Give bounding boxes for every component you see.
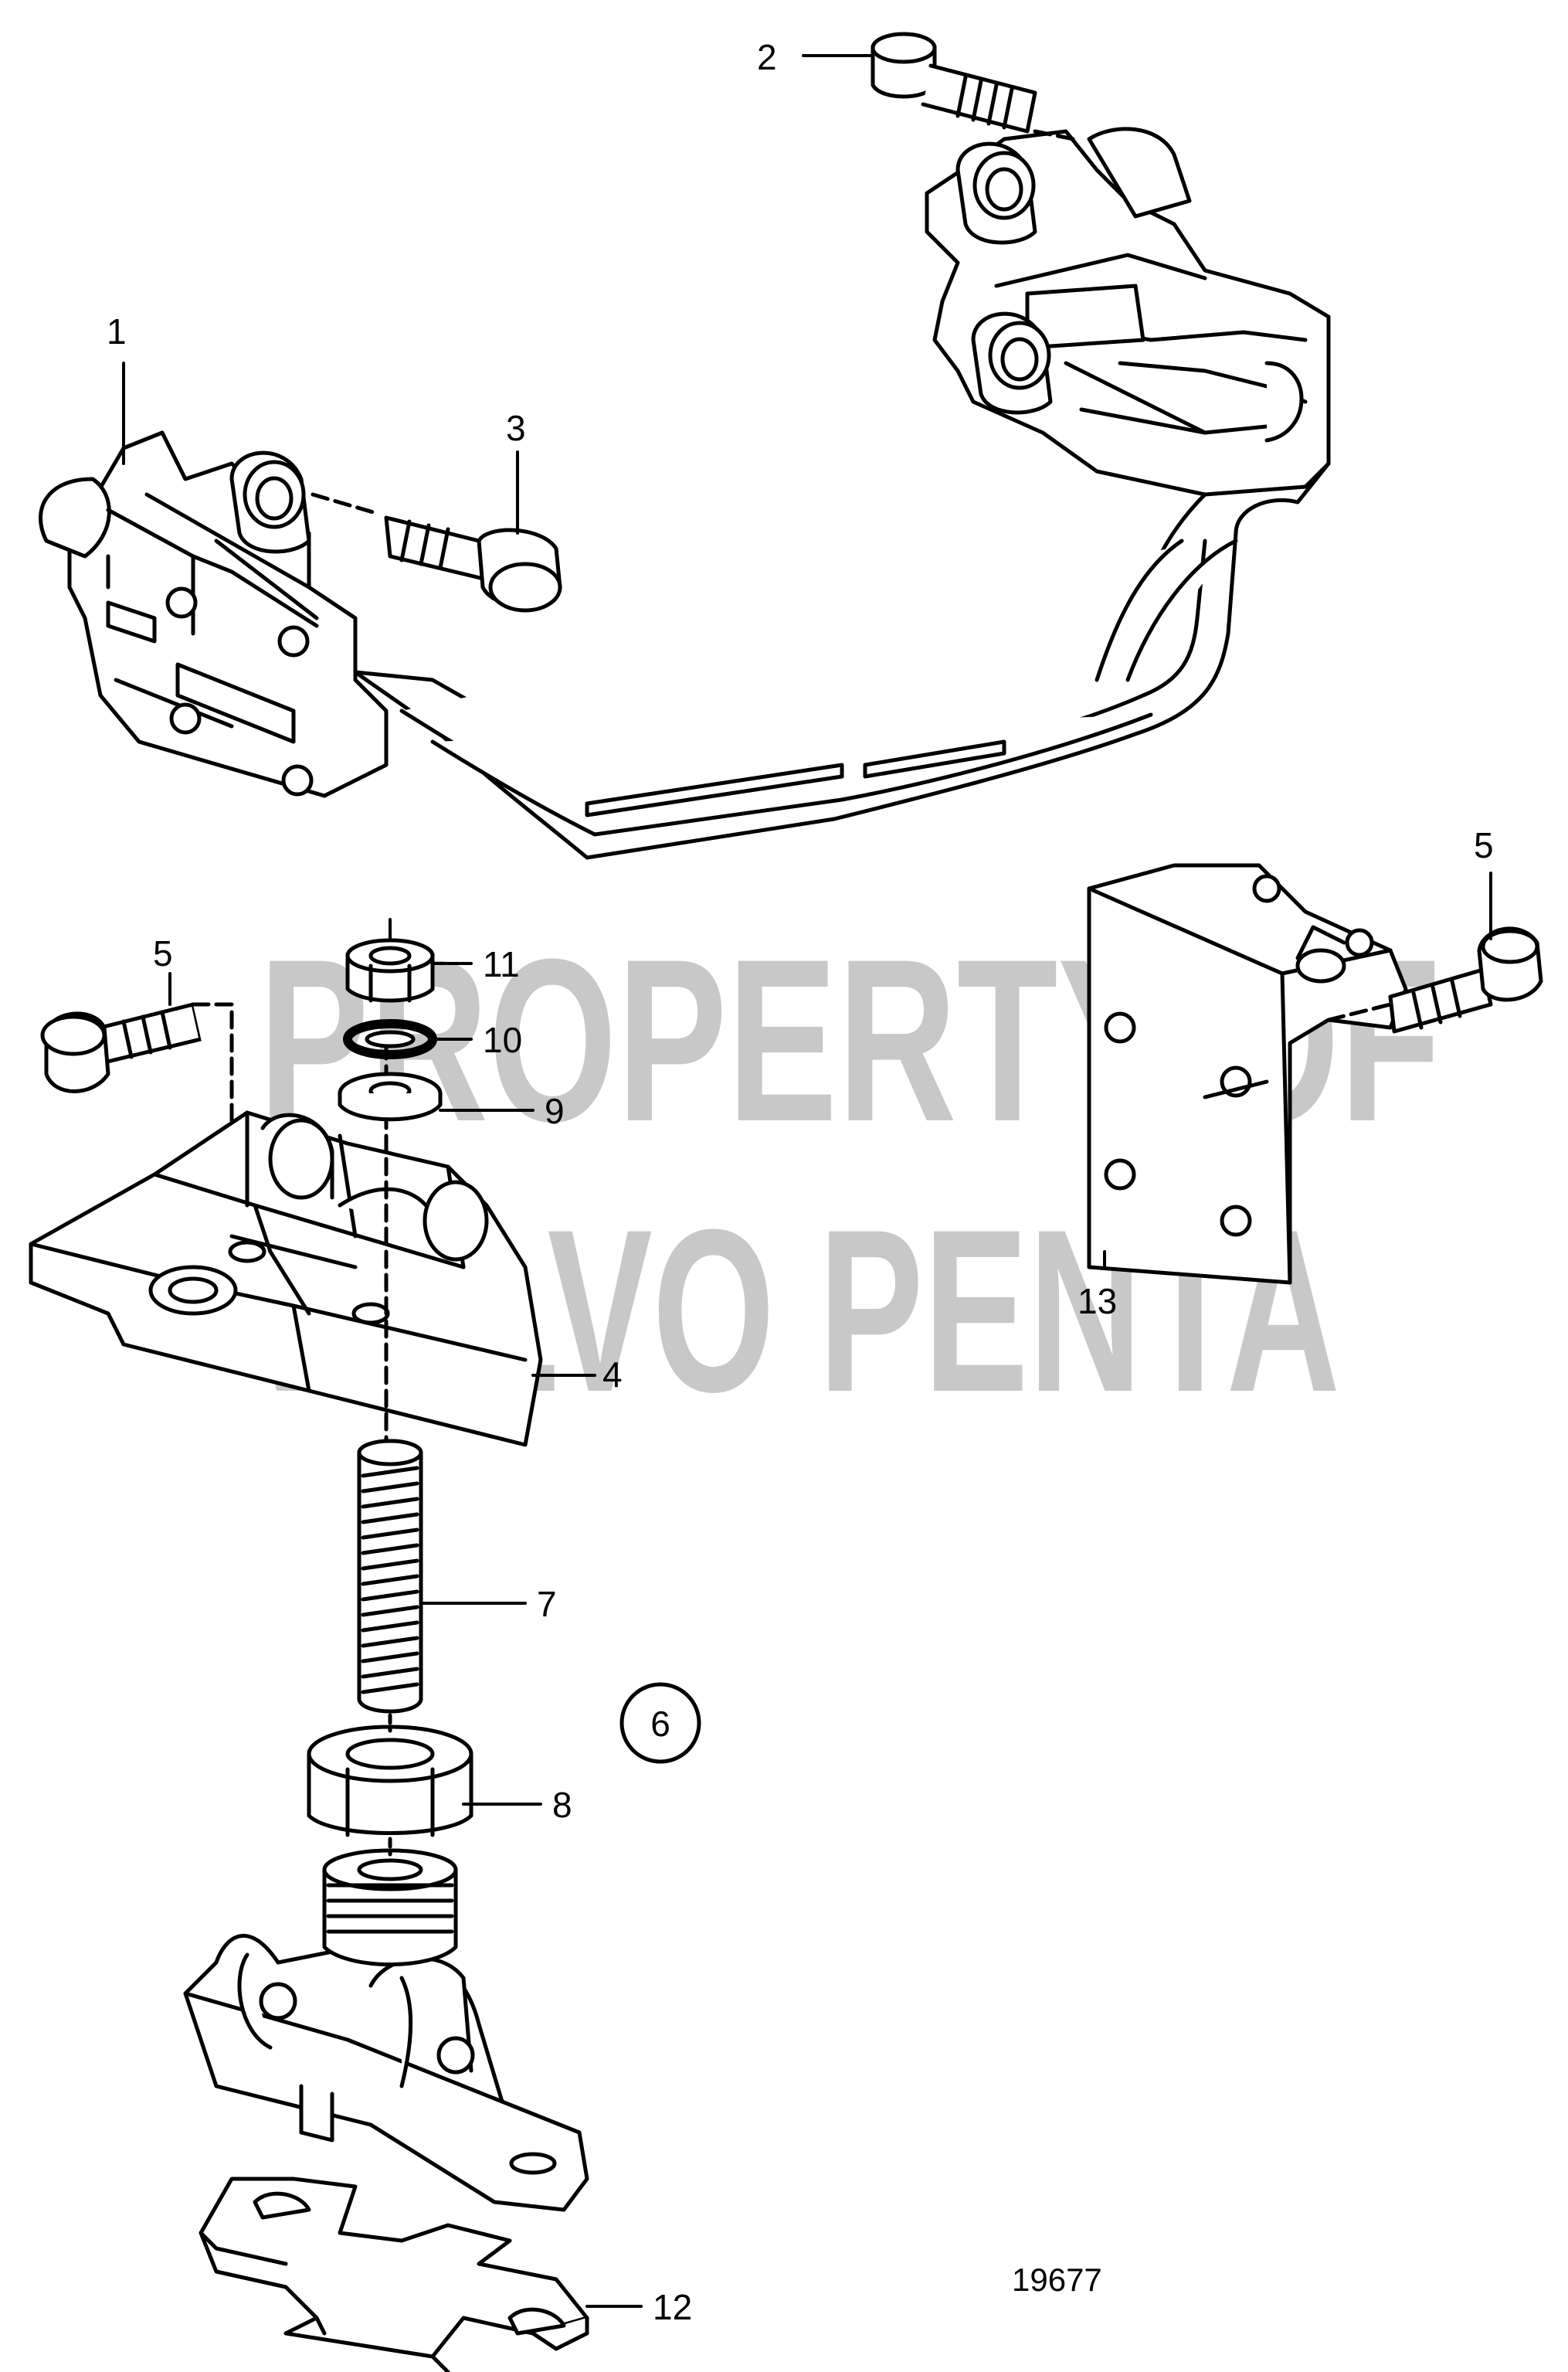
- shim-12-drawing: [199, 2177, 589, 2372]
- callout-6: 6: [650, 1704, 670, 1744]
- callout-1: 1: [107, 311, 127, 352]
- drawing-number: 19677: [1012, 2262, 1102, 2298]
- bolt-3-drawing: [311, 492, 562, 613]
- stud-7-drawing: [357, 1439, 423, 1714]
- leader-11: [389, 918, 473, 965]
- washer-9-drawing: [338, 1072, 443, 1122]
- side-bracket-13-drawing: [1087, 863, 1408, 1285]
- callout-3: 3: [506, 408, 526, 448]
- lock-washer-10-drawing: [343, 1019, 437, 1059]
- callout-5b: 5: [1474, 825, 1494, 865]
- engine-bracket-drawing: [39, 127, 1331, 860]
- callout-labels: 1 2 3 4 5 5 6 7 8 9 10 11 12 13: [107, 37, 1494, 2327]
- callout-5a: 5: [153, 933, 173, 974]
- callout-2: 2: [757, 37, 777, 77]
- callout-12: 12: [653, 2287, 692, 2327]
- bolt-5b-drawing: [1326, 926, 1543, 1034]
- bolt-2-drawing: [871, 32, 1076, 141]
- callout-10: 10: [483, 1020, 522, 1060]
- callout-9: 9: [545, 1091, 565, 1131]
- adjusting-nut-8-drawing: [307, 1713, 473, 1837]
- callout-11: 11: [483, 944, 520, 984]
- engine-mount-6-drawing: [183, 1837, 589, 2212]
- nut-11-drawing: [345, 938, 435, 1003]
- callout-8: 8: [552, 1785, 572, 1825]
- leader-lines: [122, 54, 1492, 2308]
- callout-13: 13: [1078, 1281, 1117, 1321]
- callout-6-circle: [619, 1682, 701, 1764]
- mount-bracket-4-drawing: [29, 1041, 543, 1447]
- callout-7: 7: [537, 1584, 557, 1624]
- callout-4: 4: [602, 1354, 623, 1395]
